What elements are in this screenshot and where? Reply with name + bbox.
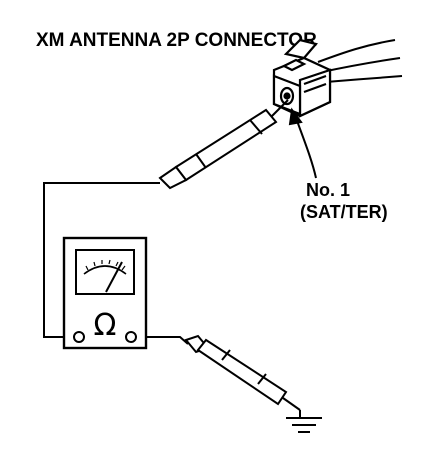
terminal-callout-arrow — [288, 107, 317, 179]
terminal-signal-label: (SAT/TER) — [300, 202, 388, 222]
diagram-title: XM ANTENNA 2P CONNECTOR — [36, 30, 317, 51]
terminal-number-label: No. 1 — [306, 180, 350, 200]
upper-test-probe — [158, 99, 289, 190]
xm-antenna-connector — [272, 38, 332, 118]
ground-symbol-icon — [286, 410, 322, 433]
test-leads — [43, 182, 189, 345]
ohmmeter-icon — [62, 236, 148, 350]
lower-test-probe — [184, 334, 301, 411]
ohm-symbol: Ω — [94, 308, 117, 343]
